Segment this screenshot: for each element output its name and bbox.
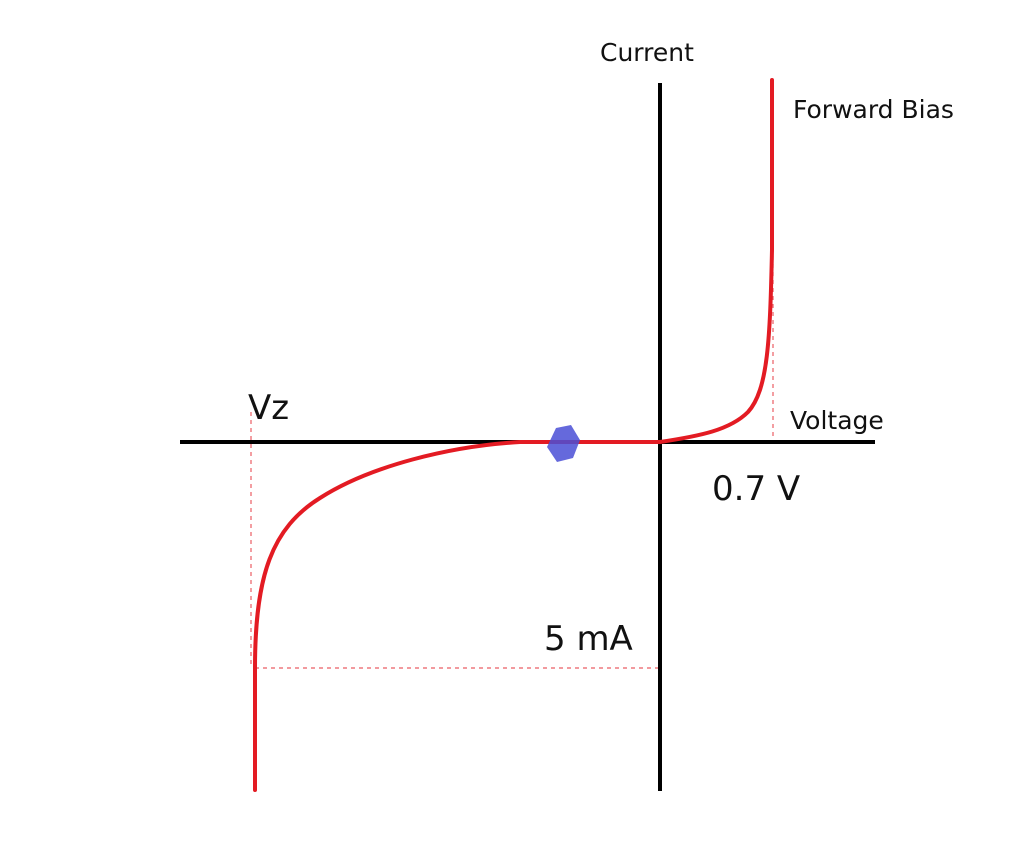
voltage-axis-label: Voltage <box>790 406 884 435</box>
iv-curve <box>253 78 774 792</box>
operating-point-marker <box>547 425 580 462</box>
forward-voltage-label: 0.7 V <box>712 469 800 509</box>
forward-bias-label: Forward Bias <box>793 95 954 124</box>
zener-current-label: 5 mA <box>544 619 633 659</box>
vz-label: Vz <box>248 388 289 428</box>
current-axis-label: Current <box>600 38 694 67</box>
